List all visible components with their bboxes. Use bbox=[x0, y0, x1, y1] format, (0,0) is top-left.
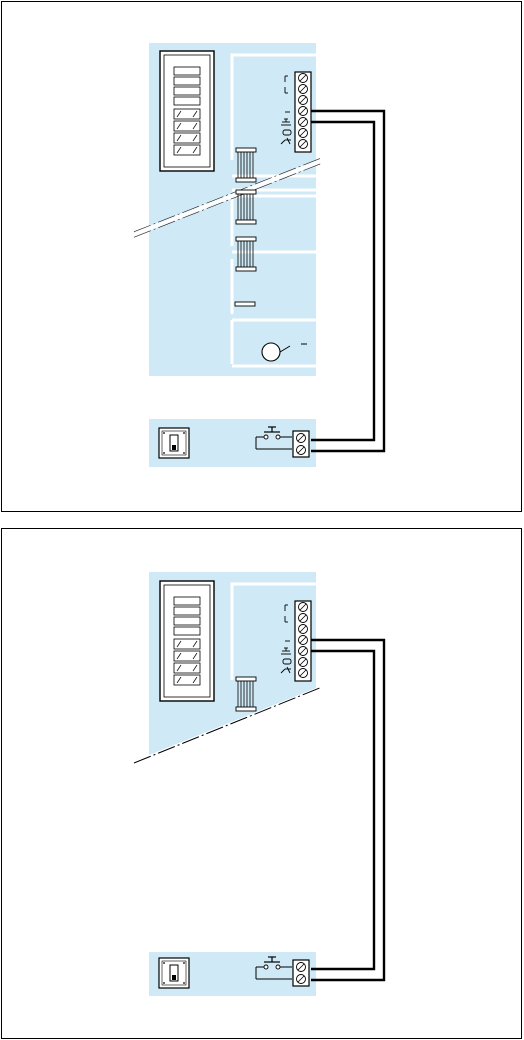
push-button-unit-icon bbox=[160, 51, 214, 171]
push-button-unit-icon bbox=[160, 581, 214, 701]
terminal-block-icon bbox=[293, 960, 309, 986]
terminal-block-icon bbox=[295, 601, 311, 681]
door-lock-icon bbox=[159, 958, 189, 988]
door-lock-icon bbox=[159, 428, 189, 458]
diagram-top bbox=[134, 43, 384, 467]
diagram-bottom bbox=[134, 572, 384, 996]
wiring bbox=[311, 640, 384, 980]
terminal-block-icon bbox=[295, 72, 311, 152]
ribbon-end-icon bbox=[235, 302, 255, 306]
terminal-block-icon bbox=[293, 431, 309, 457]
